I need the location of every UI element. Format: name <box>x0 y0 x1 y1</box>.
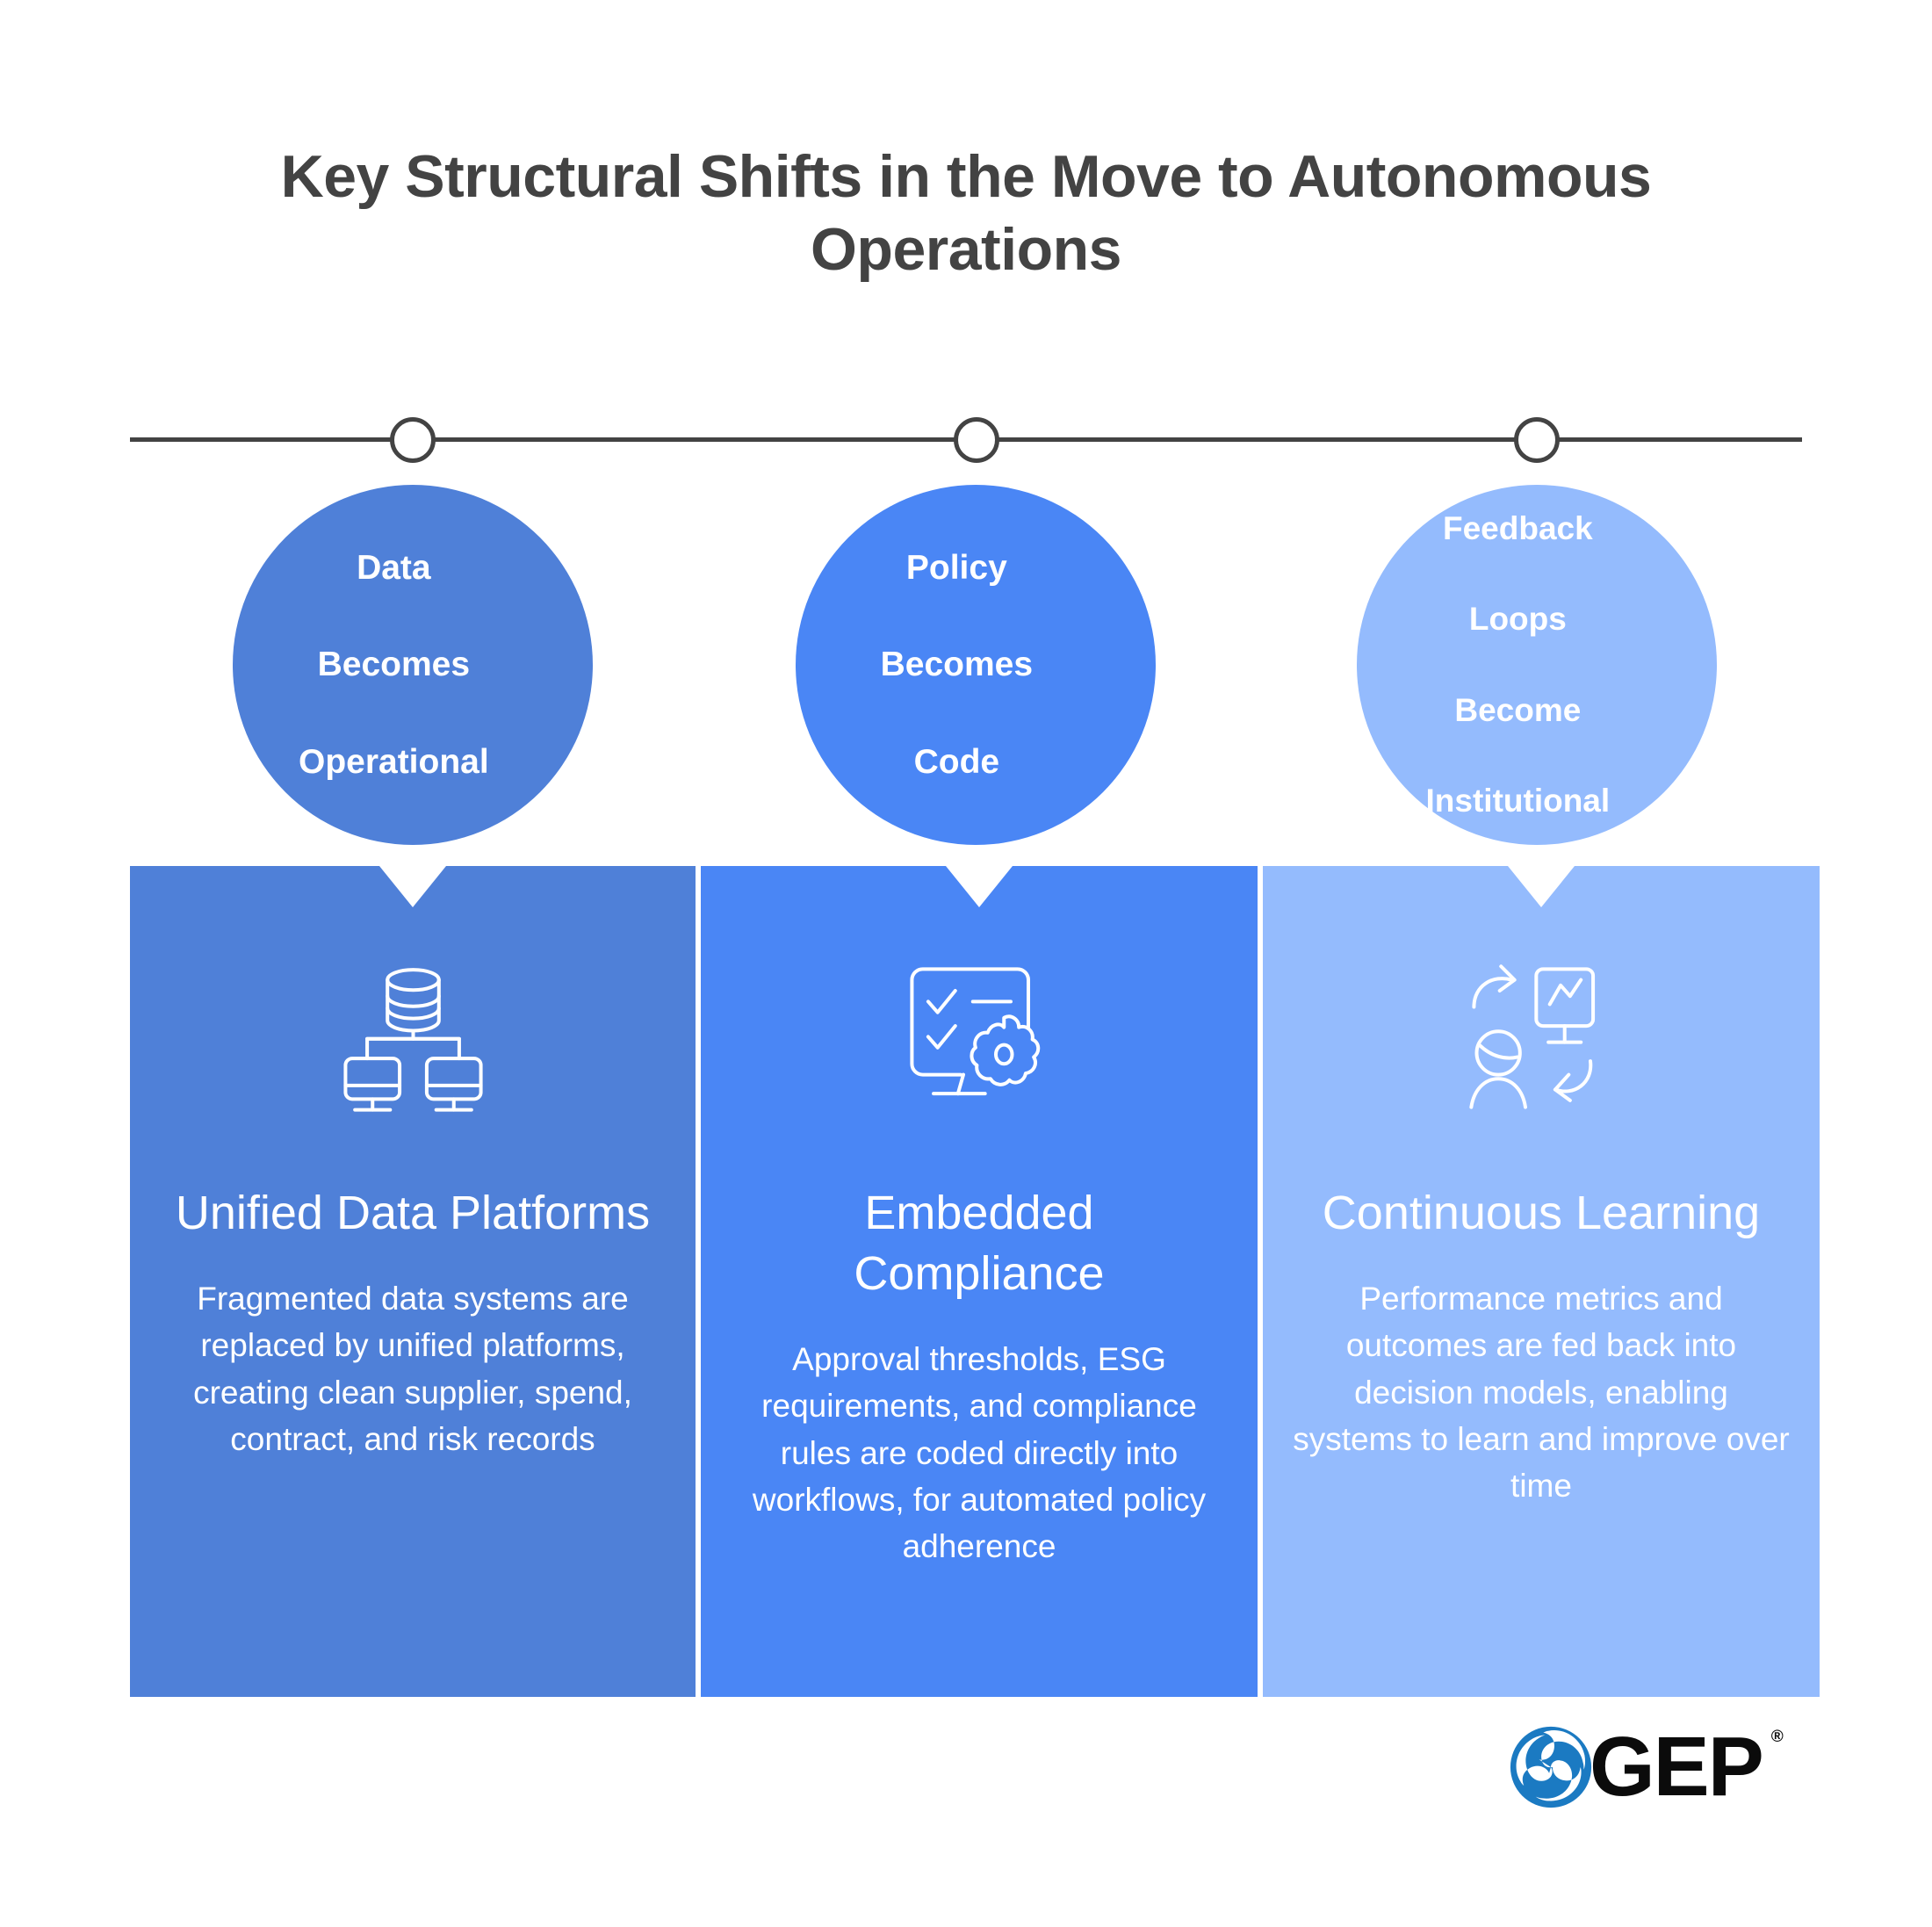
stage-bubble-2-line-2: Becomes <box>880 646 1034 684</box>
stage-bubble-3-line-2: Loops <box>1468 601 1567 638</box>
timeline-node-1 <box>390 417 436 463</box>
checklist-gear-icon <box>898 963 1061 1116</box>
stage-bubble-policy-becomes-code[interactable]: Policy Becomes Code <box>796 485 1156 845</box>
stage-bubble-3-line-3: Become <box>1454 691 1582 728</box>
panel-1-heading: Unified Data Platforms <box>175 1187 651 1239</box>
panel-3-body: Performance metrics and outcomes are fed… <box>1293 1281 1790 1505</box>
gep-wordmark: GEP ® <box>1590 1725 1784 1809</box>
panel-2-notch <box>946 866 1013 907</box>
stage-bubble-1-line-1: Data <box>357 548 431 587</box>
timeline-node-3 <box>1514 417 1560 463</box>
stage-bubble-3-label: Feedback Loops Become Institutional <box>1379 506 1696 825</box>
panel-unified-data-platforms[interactable]: Unified Data Platforms Fragmented data s… <box>130 866 696 1697</box>
panel-continuous-learning[interactable]: Continuous Learning Performance metrics … <box>1263 866 1820 1697</box>
panel-3-heading: Continuous Learning <box>1322 1187 1761 1239</box>
gep-logo[interactable]: GEP ® <box>1509 1721 1784 1813</box>
registered-trademark-icon: ® <box>1770 1728 1784 1746</box>
feedback-loop-person-chart-icon <box>1460 963 1623 1116</box>
panel-1-body: Fragmented data systems are replaced by … <box>193 1281 632 1457</box>
page-title: Key Structural Shifts in the Move to Aut… <box>202 141 1730 286</box>
panel-2-body: Approval thresholds, ESG requirements, a… <box>752 1341 1207 1565</box>
panel-1-notch <box>379 866 446 907</box>
stage-bubble-feedback-loops-become-institutional[interactable]: Feedback Loops Become Institutional <box>1357 485 1717 845</box>
panel-embedded-compliance[interactable]: Embedded Compliance Approval thresholds,… <box>701 866 1258 1697</box>
timeline-node-2 <box>954 417 999 463</box>
gep-swirl-icon <box>1510 1726 1592 1808</box>
stage-bubble-1-label: Data Becomes Operational <box>255 544 572 787</box>
stage-bubble-3-line-4: Institutional <box>1425 783 1611 819</box>
stage-bubble-1-line-2: Becomes <box>317 646 471 684</box>
stage-bubble-2-label: Policy Becomes Code <box>818 544 1135 787</box>
stage-bubble-data-becomes-operational[interactable]: Data Becomes Operational <box>233 485 593 845</box>
page-title-line-1: Key Structural Shifts in the Move to Aut… <box>280 143 1652 210</box>
database-network-icon <box>332 963 494 1116</box>
page-title-line-2: Operations <box>811 215 1121 283</box>
stage-bubble-2-line-1: Policy <box>905 548 1007 587</box>
gep-wordmark-text: GEP <box>1590 1720 1764 1814</box>
stage-bubble-3-line-1: Feedback <box>1442 509 1593 546</box>
stage-bubble-2-line-3: Code <box>913 743 1000 782</box>
stage-bubble-1-line-3: Operational <box>298 743 489 782</box>
panel-3-notch <box>1508 866 1575 907</box>
panel-2-heading: Embedded Compliance <box>854 1187 1105 1301</box>
